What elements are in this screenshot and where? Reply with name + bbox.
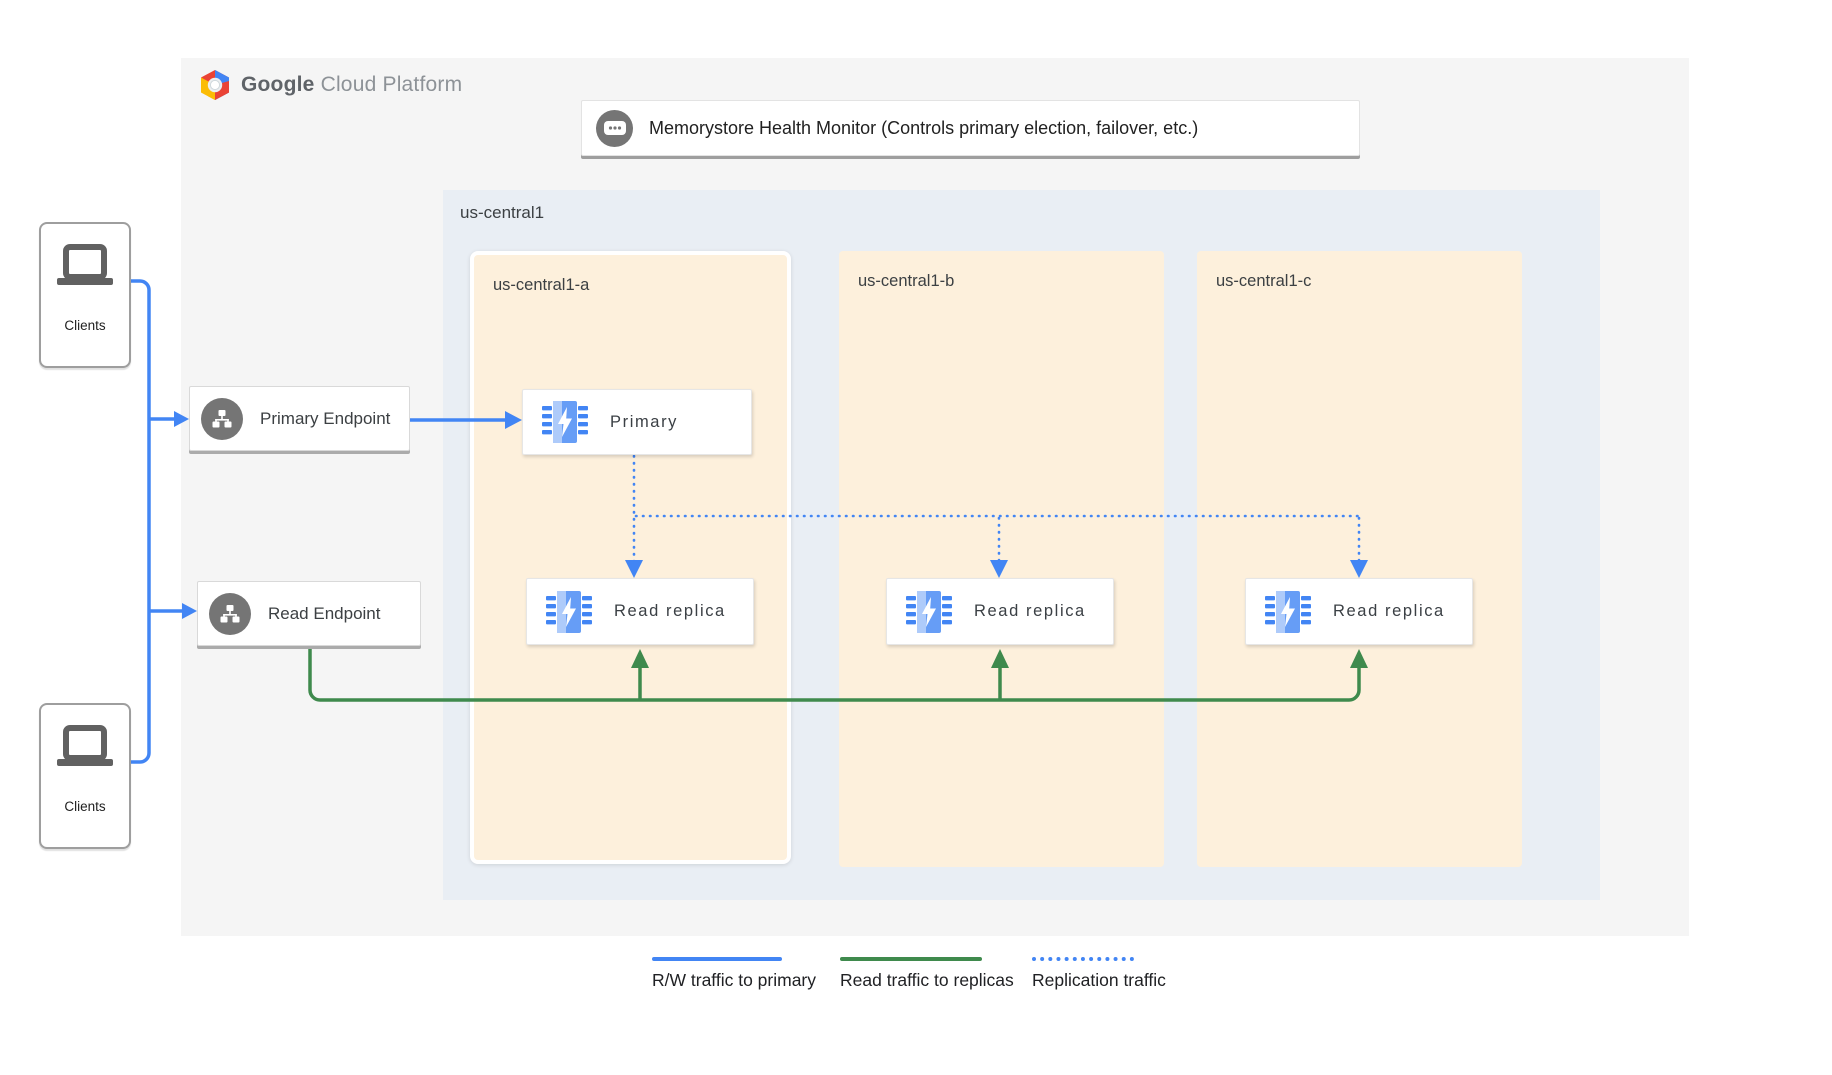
laptop-icon (57, 244, 113, 285)
read-replica-b-box: Read replica (886, 578, 1114, 645)
clients-top-label: Clients (64, 318, 106, 333)
legend-green-line-swatch (840, 957, 982, 961)
zone-c-label: us-central1-c (1216, 272, 1312, 290)
read-endpoint-label: Read Endpoint (268, 603, 381, 623)
zone-us-central1-a: us-central1-a (470, 251, 791, 864)
health-monitor-label: Memorystore Health Monitor (Controls pri… (649, 117, 1199, 138)
gcp-logo: Google Cloud Platform (199, 68, 462, 102)
gcp-logo-text: Google Cloud Platform (241, 73, 462, 97)
health-monitor-icon (596, 109, 633, 147)
gcp-logo-google: Google (241, 73, 315, 96)
memorystore-icon (906, 590, 952, 633)
clients-bottom-box: Clients (39, 703, 131, 849)
legend-dotted-line-swatch (1032, 957, 1134, 961)
zone-us-central1-c: us-central1-c (1197, 251, 1522, 867)
health-monitor-box: Memorystore Health Monitor (Controls pri… (581, 100, 1360, 156)
read-endpoint-box: Read Endpoint (197, 581, 421, 646)
clients-top-box: Clients (39, 222, 131, 368)
read-replica-c-label: Read replica (1333, 602, 1445, 620)
gcp-hexagon-icon (199, 70, 231, 100)
read-replica-b-label: Read replica (974, 602, 1086, 620)
network-endpoint-icon (201, 397, 243, 440)
memorystore-icon (542, 401, 588, 443)
clients-trunk-line (131, 279, 151, 764)
read-replica-c-box: Read replica (1245, 578, 1473, 645)
zone-us-central1-b: us-central1-b (839, 251, 1164, 867)
laptop-icon (57, 725, 113, 766)
zone-a-label: us-central1-a (493, 276, 590, 294)
primary-endpoint-label: Primary Endpoint (260, 408, 391, 428)
legend-read-traffic: Read traffic to replicas (840, 957, 1014, 991)
memorystore-icon (546, 590, 592, 633)
legend-read-traffic-label: Read traffic to replicas (840, 970, 1014, 990)
legend-blue-line-swatch (652, 957, 782, 961)
memorystore-icon (1265, 590, 1311, 633)
region-label: us-central1 (460, 203, 545, 222)
legend-rw-traffic: R/W traffic to primary (652, 957, 816, 991)
legend-replication-traffic-label: Replication traffic (1032, 970, 1166, 990)
primary-endpoint-box: Primary Endpoint (189, 386, 410, 451)
read-replica-a-label: Read replica (614, 602, 726, 620)
legend-replication-traffic: Replication traffic (1032, 957, 1166, 991)
legend-rw-traffic-label: R/W traffic to primary (652, 970, 817, 990)
primary-node-label: Primary (610, 412, 679, 431)
network-endpoint-icon (209, 592, 251, 635)
clients-bottom-label: Clients (64, 799, 106, 814)
read-replica-a-box: Read replica (526, 578, 754, 645)
gcp-logo-cloud-platform: Cloud Platform (320, 73, 463, 96)
primary-node-box: Primary (522, 389, 752, 455)
zone-b-label: us-central1-b (858, 272, 955, 290)
